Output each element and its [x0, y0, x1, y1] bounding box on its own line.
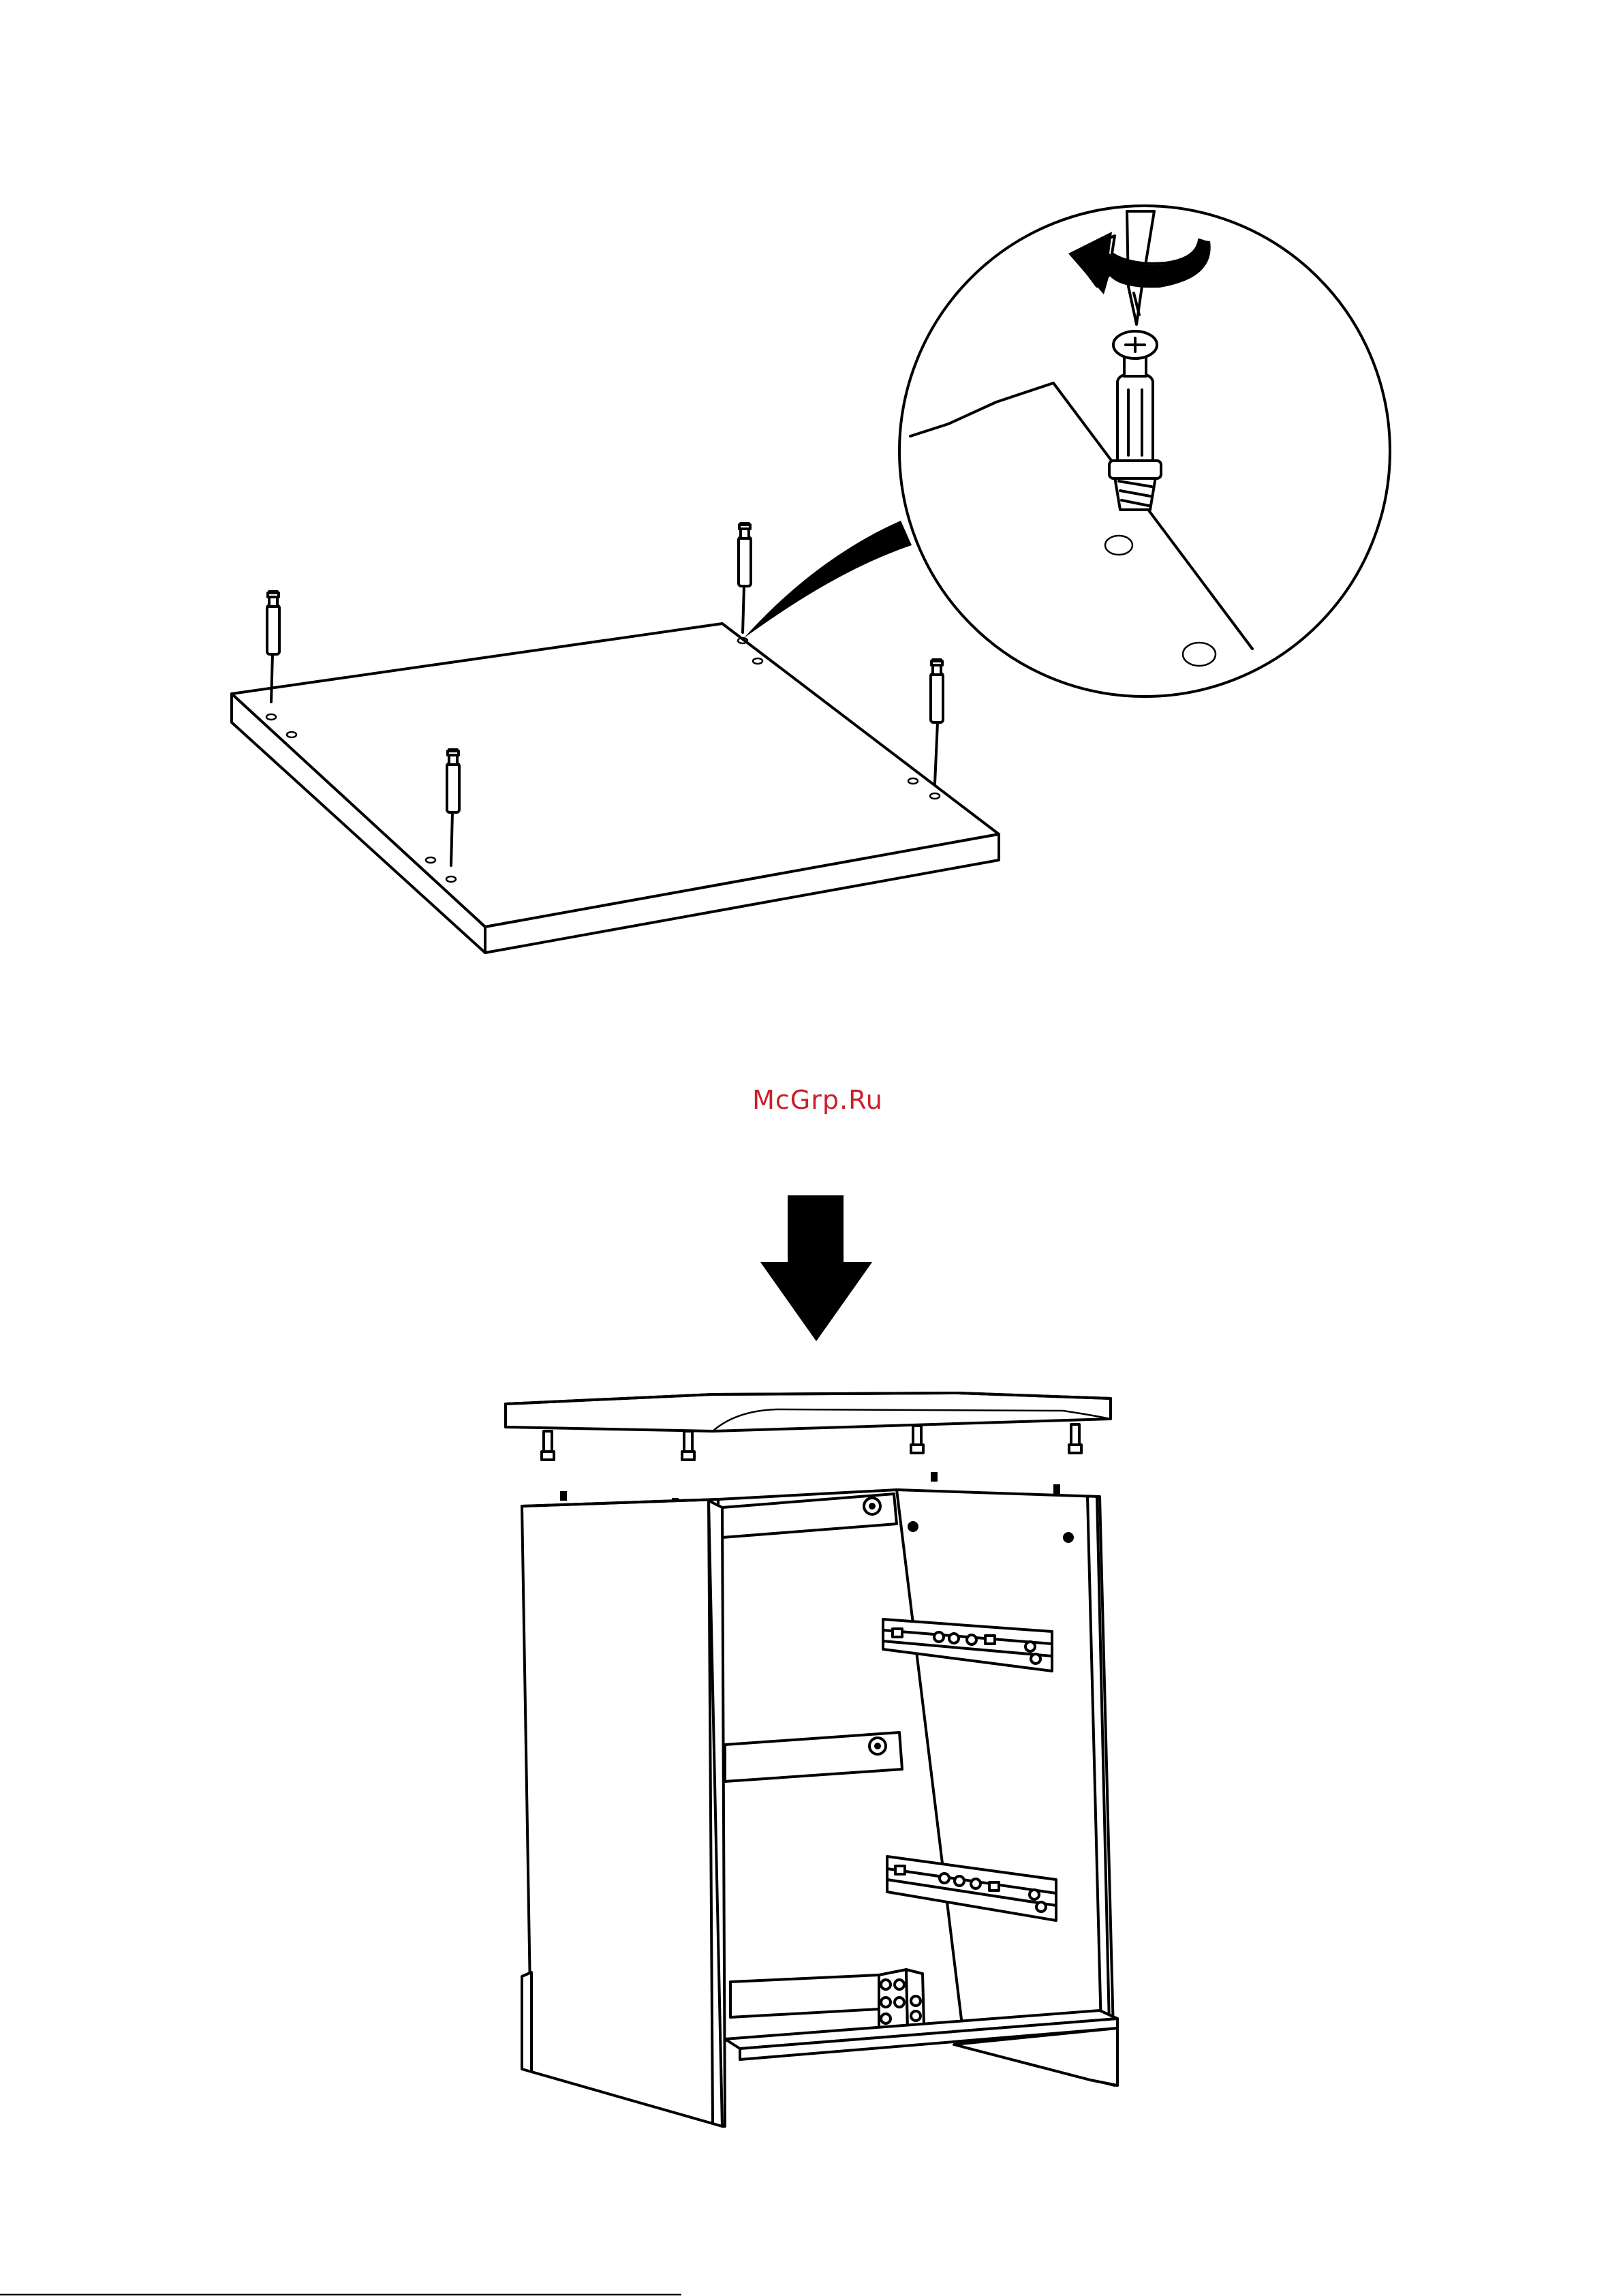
- detail-magnifier: [899, 206, 1390, 697]
- dowel-2: [739, 523, 751, 632]
- dowel-1: [267, 592, 279, 702]
- corner-brackets: [879, 1970, 924, 2031]
- dowel-4: [931, 660, 943, 784]
- right-side-panel: [897, 1490, 1115, 2085]
- watermark-text: McGrp.Ru: [681, 1085, 954, 1115]
- top-board: [506, 1393, 1111, 1460]
- detail-callout-pointer: [744, 521, 912, 638]
- step-1-top-panel-illustration: [232, 206, 1390, 953]
- down-arrow-icon: [760, 1195, 872, 1341]
- step-2-cabinet-illustration: [506, 1195, 1117, 2126]
- back-rails: [722, 1494, 902, 2017]
- left-side-panel: [522, 1499, 725, 2126]
